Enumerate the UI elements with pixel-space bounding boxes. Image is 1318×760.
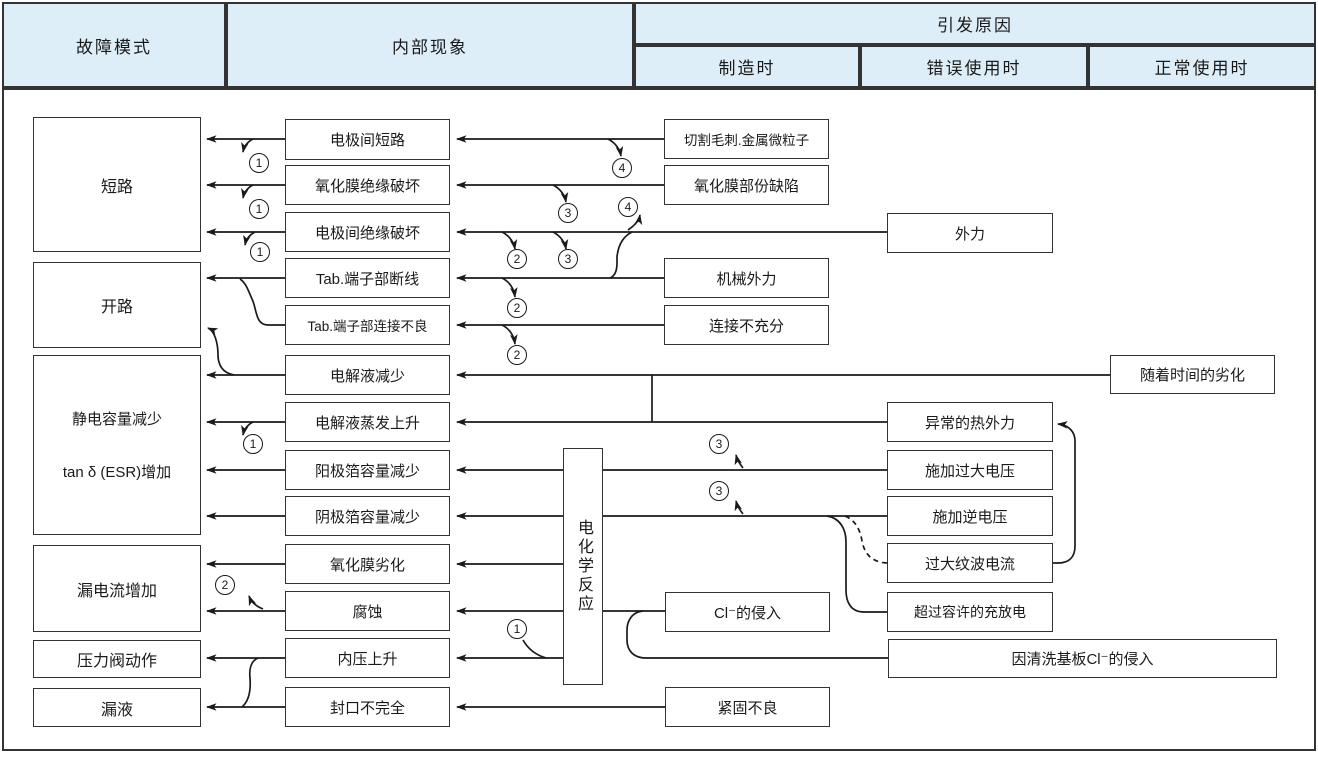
- box-mechanical-force: 机械外力: [664, 258, 829, 298]
- header-internal-phenomenon: 内部现象: [226, 2, 634, 88]
- box-cl-intrusion: Cl⁻的侵入: [665, 592, 830, 632]
- box-electrode-insulation-breakdown: 电极间绝缘破坏: [285, 212, 450, 252]
- box-insufficient-connection: 连接不充分: [664, 305, 829, 345]
- jump-marker-2: 2: [507, 249, 527, 269]
- box-electrolyte-evaporation: 电解液蒸发上升: [285, 402, 450, 442]
- jump-marker-3: 3: [558, 249, 578, 269]
- box-excessive-ripple-current: 过大纹波电流: [887, 543, 1053, 583]
- jump-marker-1: 1: [507, 619, 527, 639]
- box-leakage-current: 漏电流增加: [33, 545, 201, 632]
- jump-marker-2: 2: [507, 298, 527, 318]
- box-electrochemical-reaction: 电化学反应: [563, 448, 603, 685]
- box-time-deterioration: 随着时间的劣化: [1110, 355, 1275, 394]
- box-oxide-insulation-breakdown: 氧化膜绝缘破坏: [285, 165, 450, 205]
- box-cathode-foil-decrease: 阴极箔容量减少: [285, 496, 450, 536]
- jump-marker-4: 4: [618, 197, 638, 217]
- jump-marker-1: 1: [243, 434, 263, 454]
- jump-marker-1: 1: [249, 153, 269, 173]
- box-tab-wire-break: Tab.端子部断线: [285, 258, 450, 298]
- jump-marker-3: 3: [709, 481, 729, 501]
- box-capacitance-esr: 静电容量减少 tan δ (ESR)增加: [33, 355, 201, 535]
- header-at-normal-use: 正常使用时: [1088, 45, 1316, 88]
- box-poor-fastening: 紧固不良: [665, 687, 830, 727]
- box-tab-poor-connection: Tab.端子部连接不良: [285, 305, 450, 345]
- box-reverse-voltage: 施加逆电压: [887, 496, 1053, 536]
- header-failure-mode: 故障模式: [2, 2, 226, 88]
- box-overvoltage: 施加过大电压: [887, 450, 1053, 490]
- box-oxide-deterioration: 氧化膜劣化: [285, 544, 450, 584]
- jump-marker-3: 3: [709, 434, 729, 454]
- jump-marker-1: 1: [250, 242, 270, 262]
- box-external-force: 外力: [887, 213, 1053, 253]
- header-at-misuse: 错误使用时: [860, 45, 1088, 88]
- box-corrosion: 腐蚀: [285, 591, 450, 631]
- jump-marker-1: 1: [249, 199, 269, 219]
- box-incomplete-sealing: 封口不完全: [285, 687, 450, 727]
- jump-marker-2: 2: [215, 575, 235, 595]
- box-cleaning-cl-intrusion: 因清洗基板Cl⁻的侵入: [888, 639, 1277, 678]
- box-electrode-short: 电极间短路: [285, 119, 450, 160]
- box-over-charge-discharge: 超过容许的充放电: [887, 592, 1053, 632]
- box-liquid-leakage: 漏液: [33, 688, 201, 727]
- box-electrolyte-decrease: 电解液减少: [285, 355, 450, 395]
- box-abnormal-heat: 异常的热外力: [887, 402, 1053, 442]
- box-short-circuit: 短路: [33, 117, 201, 252]
- box-cutting-burr-metal-particles: 切割毛刺.金属微粒子: [664, 119, 829, 159]
- box-pressure-valve: 压力阀动作: [33, 640, 201, 678]
- jump-marker-4: 4: [612, 158, 632, 178]
- box-anode-foil-decrease: 阳极箔容量减少: [285, 450, 450, 490]
- jump-marker-2: 2: [507, 345, 527, 365]
- capacitance-decrease-label: 静电容量减少: [71, 411, 162, 428]
- box-oxide-partial-defect: 氧化膜部份缺陷: [664, 165, 829, 205]
- box-open-circuit: 开路: [33, 262, 201, 348]
- header-at-manufacturing: 制造时: [634, 45, 860, 88]
- header-cause: 引发原因: [634, 2, 1316, 45]
- esr-increase-label: tan δ (ESR)增加: [62, 464, 172, 481]
- box-internal-pressure-rise: 内压上升: [285, 638, 450, 678]
- jump-marker-3: 3: [558, 203, 578, 223]
